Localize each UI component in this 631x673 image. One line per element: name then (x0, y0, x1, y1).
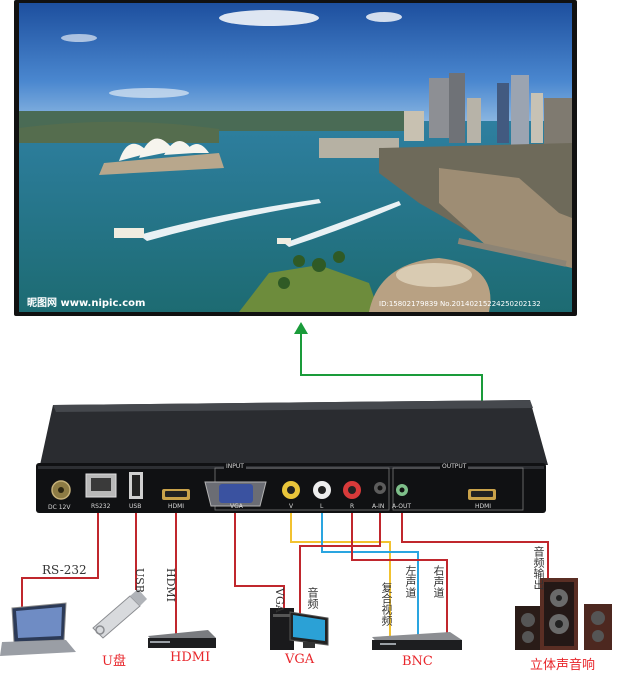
watermark-left: 昵图网 www.nipic.com (27, 297, 145, 309)
rs232-cable-label: RS-232 (42, 563, 87, 577)
port-label-r: R (350, 503, 355, 510)
right-channel-label: 右声道 (432, 565, 445, 598)
left-channel-label: 左声道 (404, 565, 417, 598)
watermark-right: ID:15802179839 No.20140215224250202132 (379, 300, 541, 308)
composite-video-cable (290, 505, 391, 640)
display-screen: 昵图网 www.nipic.com ID:15802179839 No.2014… (14, 0, 577, 316)
audio-out-cable (401, 505, 549, 578)
vga-pc-label: VGA (285, 652, 315, 667)
bnc-device-icon (372, 632, 462, 650)
hdmi-output-arrow (294, 322, 308, 334)
rs232-cable (21, 505, 99, 612)
sydney-harbour-photo: 昵图网 www.nipic.com ID:15802179839 No.2014… (19, 3, 572, 312)
speakers-label: 立体声音响 (530, 658, 596, 673)
port-label-a-out: A-OUT (392, 503, 412, 510)
port-label-a-in: A-IN (372, 503, 385, 510)
audio-in-cable (299, 505, 381, 630)
power-label: DC 12V (48, 504, 71, 511)
hdmi-cable-label: HDMI (164, 568, 177, 603)
port-label-l: L (320, 503, 324, 510)
vga-input-cable (234, 505, 285, 612)
bnc-device-label: BNC (402, 654, 433, 669)
laptop-icon (0, 602, 76, 656)
port-label-usb: USB (129, 503, 142, 510)
vga-cable-label: VGA (273, 588, 286, 613)
port-label-hdmi-out: HDMI (475, 503, 492, 510)
hdmi-player-label: HDMI (170, 650, 211, 665)
audio-out-label: 音频输出 (532, 546, 545, 590)
port-label-v: V (289, 503, 294, 510)
hdmi-player-icon (148, 630, 216, 648)
right-channel-cable (351, 505, 448, 640)
composite-video-label: 复合视频 (380, 582, 393, 626)
speakers-icon (515, 578, 612, 650)
usb-drive-label: U盘 (102, 654, 126, 669)
usb-drive-icon (92, 589, 147, 639)
output-panel-label: OUTPUT (440, 463, 469, 470)
computer-icon (270, 608, 329, 650)
port-label-vga: VGA (230, 503, 243, 510)
port-label-hdmi-in: HDMI (168, 503, 185, 510)
audio-cable-label: 音频 (306, 587, 319, 609)
port-label-rs232: RS232 (91, 503, 111, 510)
usb-cable-label: USB (133, 568, 146, 593)
left-channel-cable (321, 505, 419, 640)
input-panel-label: INPUT (224, 463, 246, 470)
